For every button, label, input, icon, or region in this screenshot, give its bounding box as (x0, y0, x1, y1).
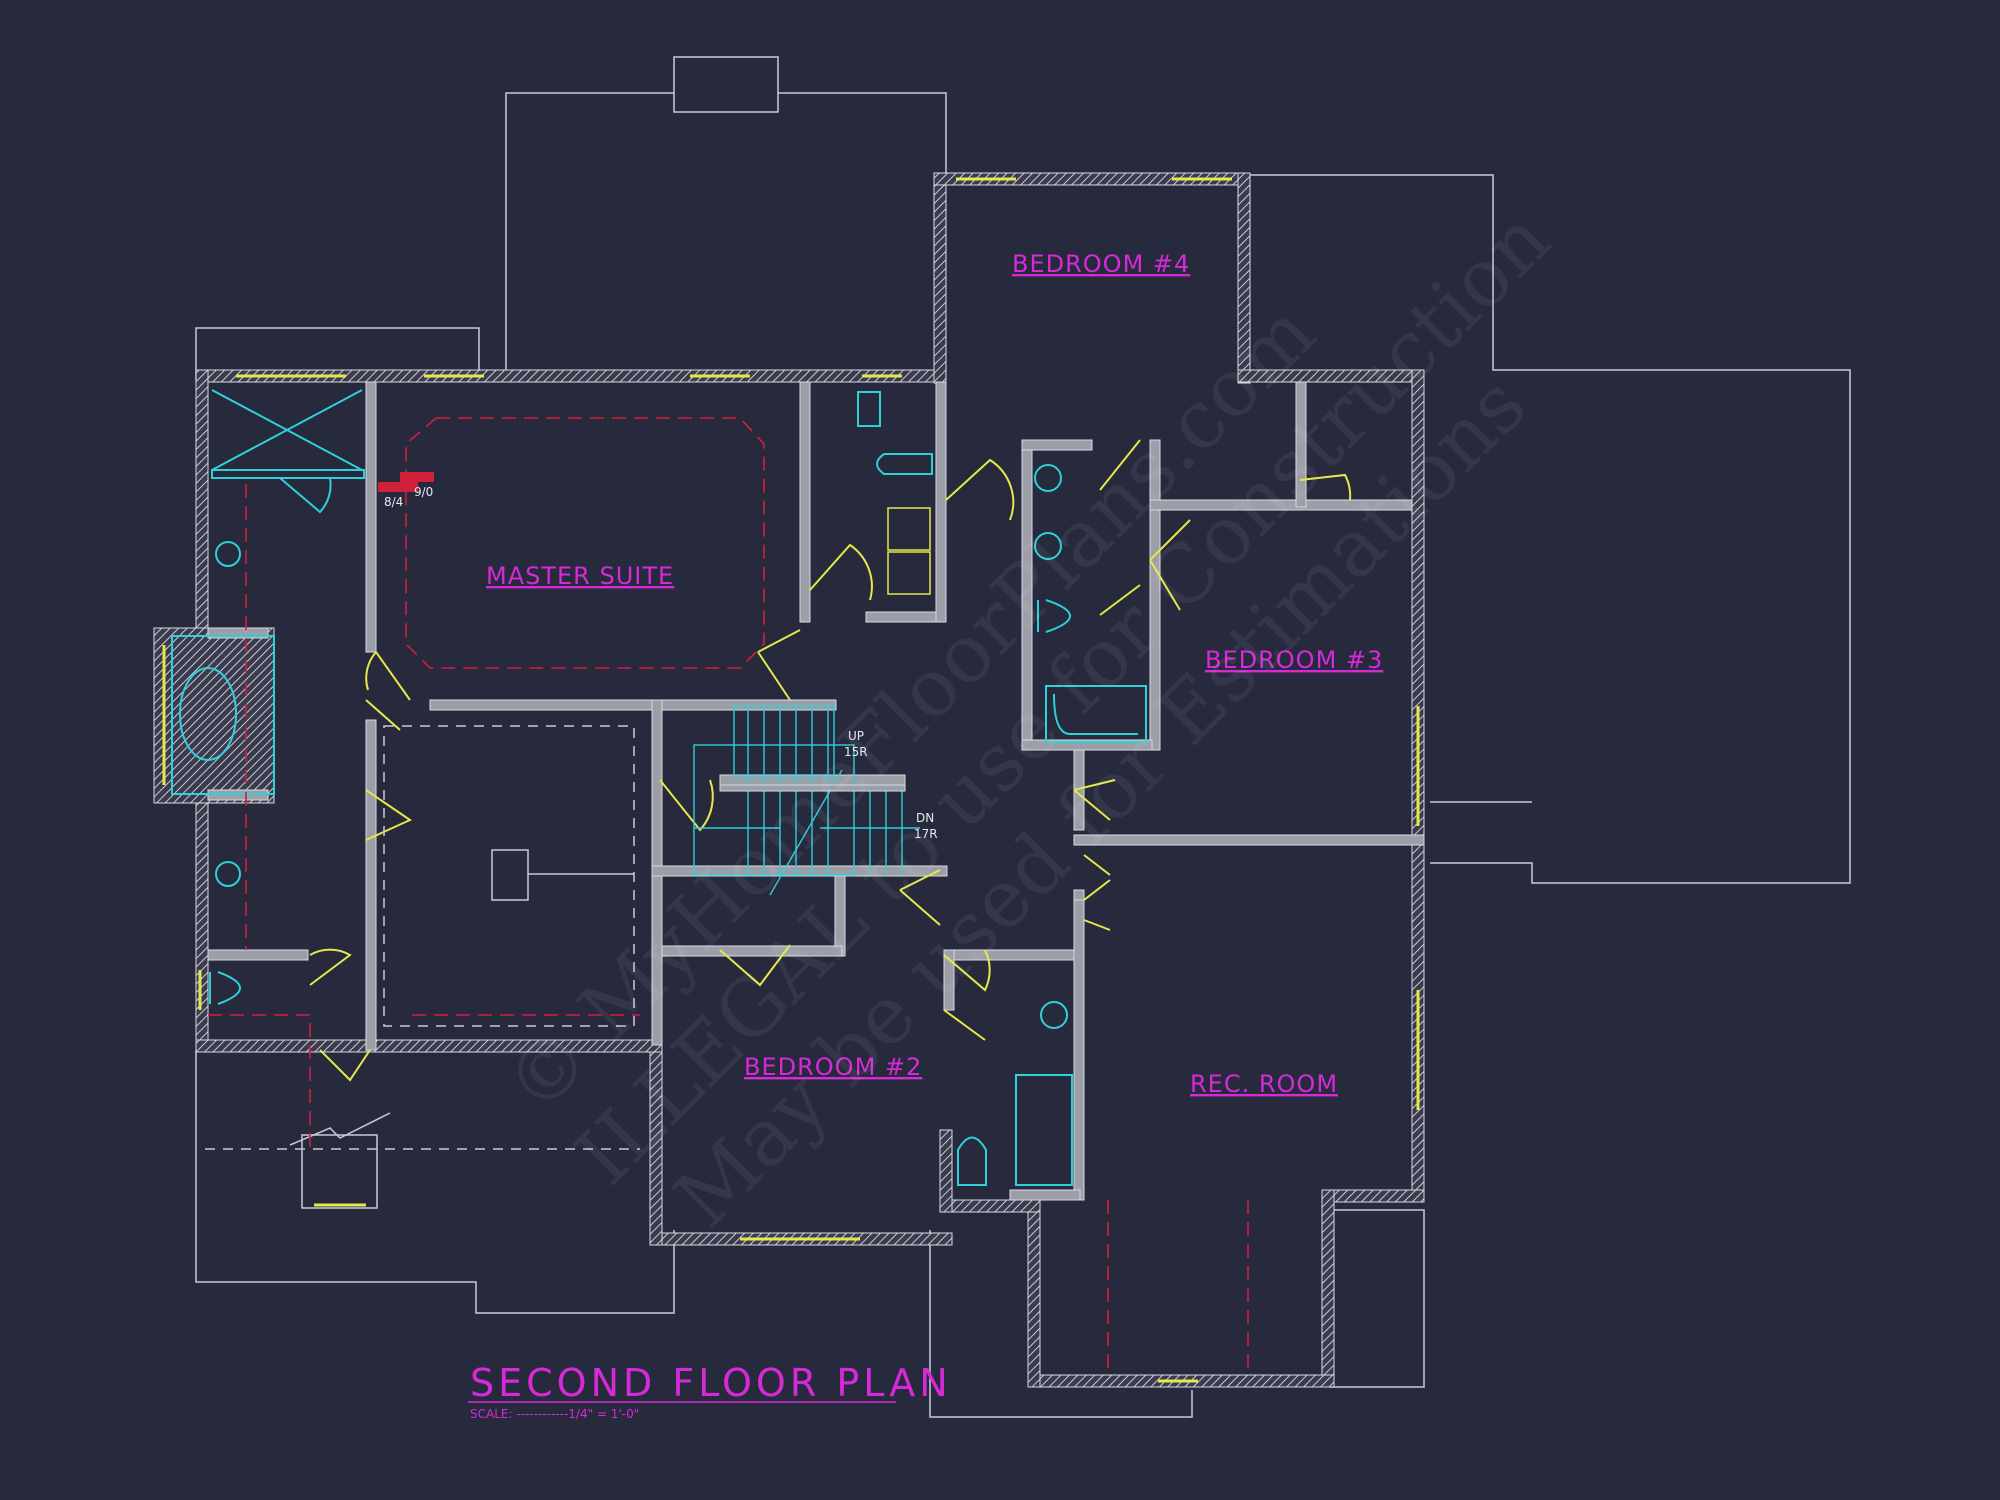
exterior-walls (153, 172, 1425, 1388)
room-label-bedroom-4: BEDROOM #4 (1012, 250, 1190, 278)
stair-up-label: UP (848, 729, 864, 743)
stair-down-label: DN (916, 811, 934, 825)
roof-outlines (195, 56, 1851, 1418)
dim-label-left: 8/4 (384, 495, 403, 509)
drawing-title: SECOND FLOOR PLAN (470, 1361, 952, 1405)
room-label-bedroom-3: BEDROOM #3 (1205, 646, 1383, 674)
room-label-master-suite: MASTER SUITE (486, 562, 674, 590)
doors (309, 439, 1352, 1082)
ceiling-lines (208, 417, 1249, 1370)
windows (162, 177, 1420, 1383)
scale-label: SCALE: ------------1/4" = 1'-0" (470, 1407, 639, 1421)
stair-up-risers: 15R (844, 745, 868, 759)
dim-label-right: 9/0 (414, 485, 433, 499)
stairs (693, 705, 920, 896)
room-label-rec-room: REC. ROOM (1190, 1070, 1338, 1098)
fixtures (171, 389, 1147, 1186)
watermark: © MyHomeFloorPlans.com ILLEGAL to use fo… (487, 193, 1568, 1245)
room-label-bedroom-2: BEDROOM #2 (744, 1053, 922, 1081)
stair-down-risers: 17R (914, 827, 938, 841)
